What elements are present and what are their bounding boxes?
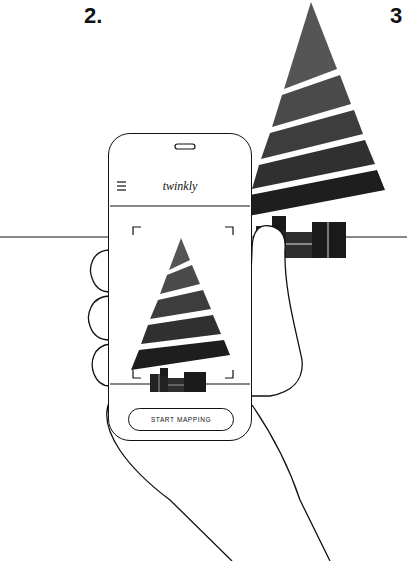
phone-screen: twinklySTART MAPPING <box>108 133 252 441</box>
step-number: 2. <box>84 3 102 29</box>
tree-large <box>243 2 385 217</box>
phone-body <box>108 133 252 441</box>
phone-details <box>110 144 250 384</box>
start-button: START MAPPING <box>128 408 234 431</box>
step-number: 3 <box>390 3 402 29</box>
tree-on-screen <box>131 238 230 392</box>
app-logo: twinkly <box>109 179 251 194</box>
button-label: START MAPPING <box>151 416 211 423</box>
